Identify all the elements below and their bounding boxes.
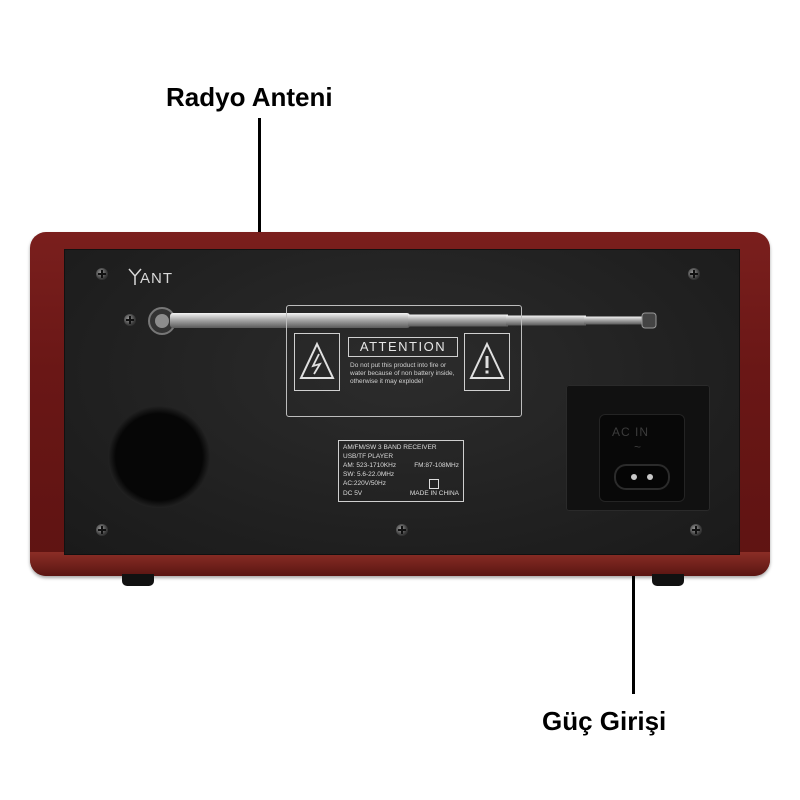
warning-left bbox=[294, 333, 340, 391]
spec-fm: FM:87-108MHz bbox=[414, 462, 459, 469]
bass-reflex-port bbox=[108, 406, 210, 508]
ac-power-socket[interactable] bbox=[614, 464, 670, 490]
attention-text: Do not put this product into fire or wat… bbox=[350, 362, 455, 385]
antenna-leader-line bbox=[258, 118, 261, 320]
spec-sw: SW: 5.6-22.0MHz bbox=[343, 471, 395, 478]
attention-title: ATTENTION bbox=[348, 337, 458, 357]
screw-top-right bbox=[688, 268, 700, 280]
exclamation-warning-icon bbox=[469, 341, 505, 379]
spec-made: MADE IN CHINA bbox=[409, 490, 459, 497]
left-foot bbox=[122, 574, 154, 586]
ac-symbol: ~ bbox=[634, 440, 642, 454]
ac-in-label: AC IN bbox=[612, 425, 650, 439]
screw-bottom-right bbox=[690, 524, 702, 536]
screw-top-left bbox=[96, 268, 108, 280]
telescopic-antenna[interactable] bbox=[140, 296, 670, 346]
spec-ac: AC:220V/50Hz bbox=[343, 480, 386, 487]
socket-pins-icon bbox=[631, 474, 653, 480]
screw-bottom-left bbox=[96, 524, 108, 536]
spec-dc: DC 5V bbox=[343, 490, 363, 497]
screw-antenna bbox=[124, 314, 136, 326]
power-leader-line bbox=[632, 476, 635, 694]
double-insulation-icon bbox=[429, 479, 439, 489]
attention-box bbox=[286, 305, 522, 417]
power-callout-label: Güç Girişi bbox=[542, 706, 667, 736]
antenna-callout-label: Radyo Anteni bbox=[166, 82, 333, 112]
antenna-icon bbox=[128, 268, 142, 285]
spec-title: AM/FM/SW 3 BAND RECEIVER USB/TF PLAYER bbox=[343, 444, 437, 460]
spec-am: AM: 523-1710KHz bbox=[343, 462, 397, 469]
right-foot bbox=[652, 574, 684, 586]
warning-right bbox=[464, 333, 510, 391]
spec-label: AM/FM/SW 3 BAND RECEIVER USB/TF PLAYER A… bbox=[338, 440, 464, 502]
screw-bottom-center bbox=[396, 524, 408, 536]
lightning-warning-icon bbox=[299, 341, 335, 379]
ant-label: ANT bbox=[140, 270, 173, 287]
